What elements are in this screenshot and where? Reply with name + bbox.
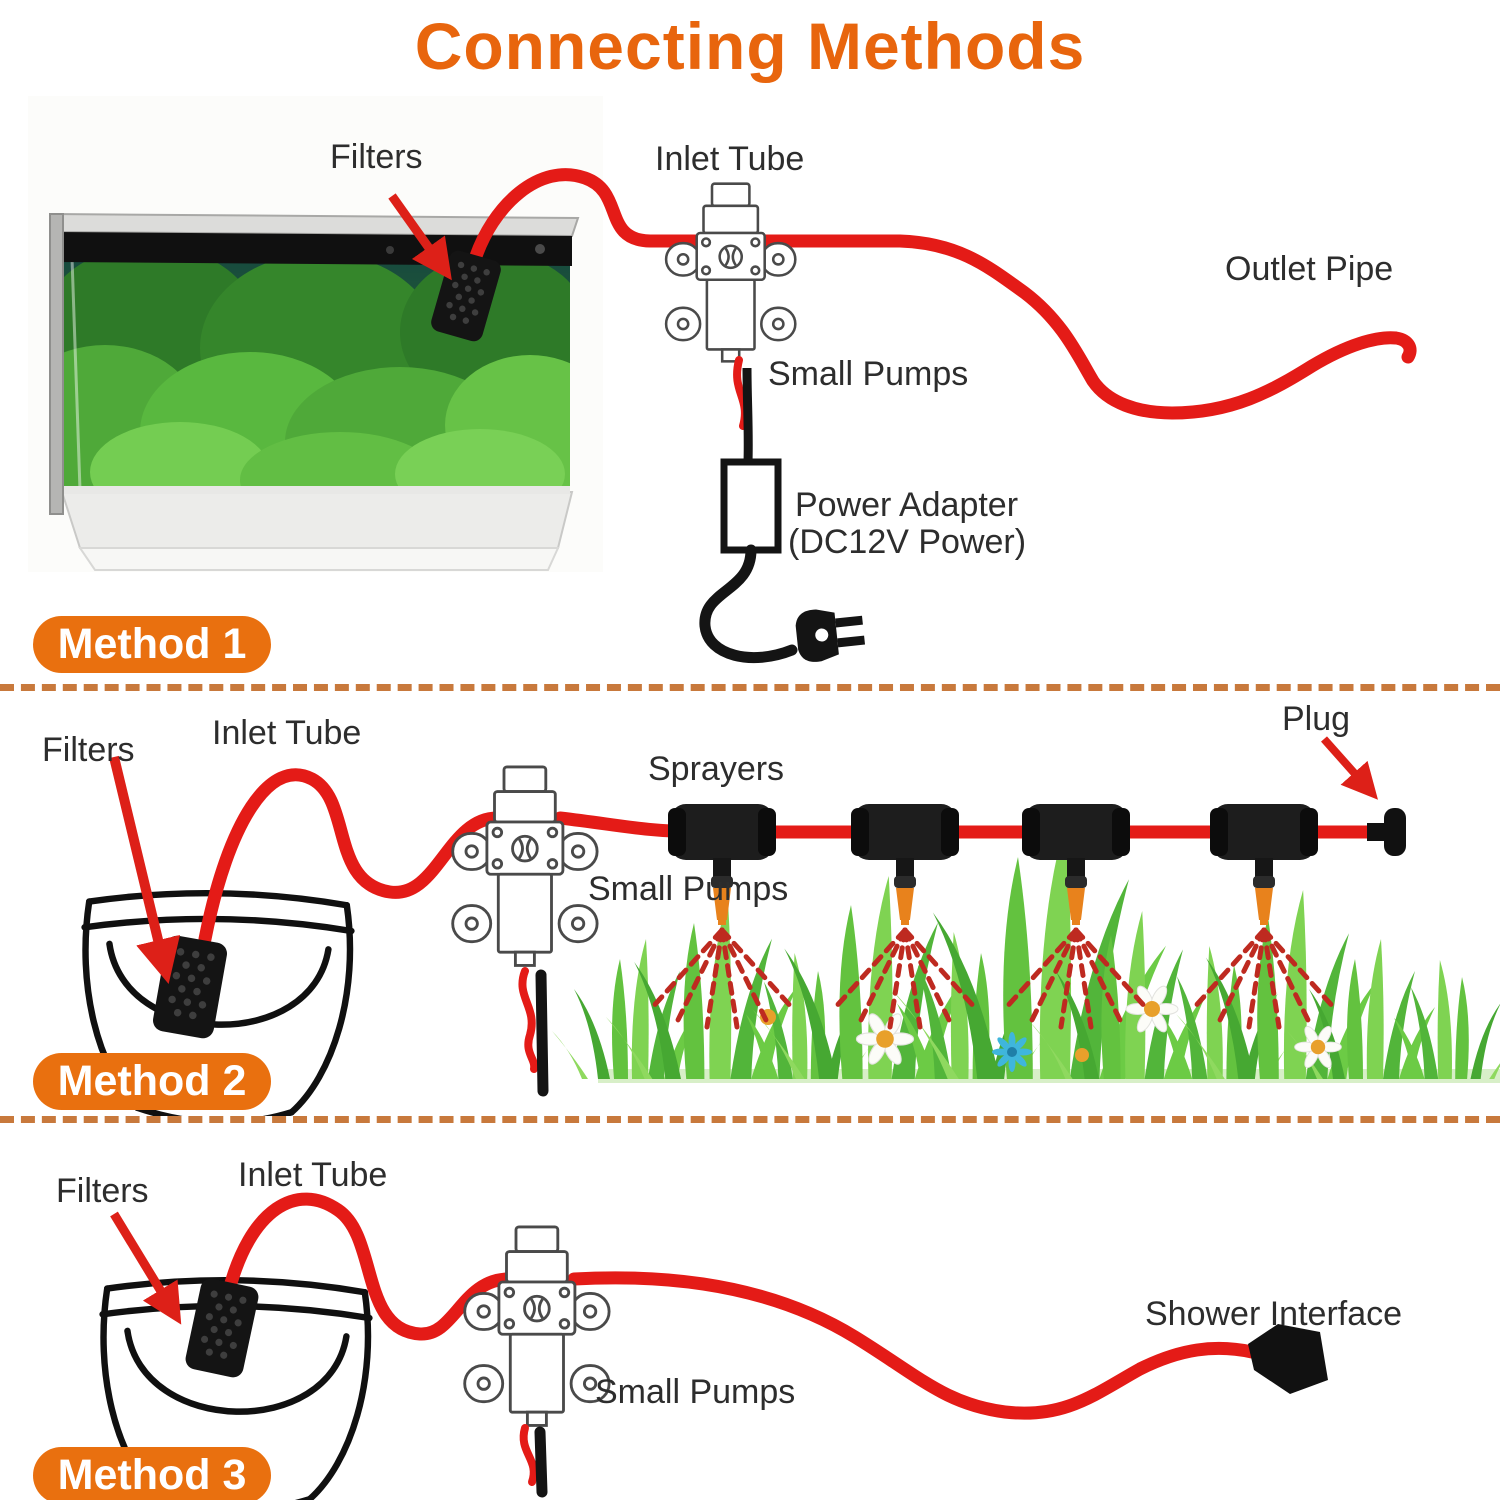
shower-interface-icon — [1248, 1324, 1328, 1394]
end-plug-icon — [1367, 808, 1406, 856]
method3-inlet-tube-line — [221, 1192, 516, 1341]
label-shower-interface: Shower Interface — [1145, 1295, 1403, 1333]
small-pump-icon — [664, 182, 797, 363]
label-plug: Plug — [1282, 700, 1351, 738]
method3-artwork — [0, 1192, 1328, 1500]
method1-badge: Method 1 — [33, 616, 271, 673]
power-adapter-icon — [699, 356, 866, 663]
label-small-pumps-m1: Small Pumps — [768, 355, 969, 393]
method2-inlet-tube-line — [198, 768, 504, 946]
method1-tube-line — [467, 168, 1417, 420]
method2-artwork — [0, 736, 1500, 1116]
label-inlet-tube-m1: Inlet Tube — [655, 140, 805, 178]
label-outlet-pipe: Outlet Pipe — [1225, 250, 1394, 288]
method1-artwork — [28, 96, 1417, 663]
page-title: Connecting Methods — [414, 9, 1086, 83]
label-filters-m1: Filters — [330, 138, 423, 176]
label-filters-m2: Filters — [42, 731, 135, 769]
label-inlet-tube-m3: Inlet Tube — [238, 1156, 388, 1194]
filters-arrow-icon — [388, 193, 452, 281]
section-divider — [0, 684, 1500, 691]
section-divider — [0, 1116, 1500, 1123]
power-plug-icon — [795, 609, 866, 662]
label-sprayers: Sprayers — [648, 750, 785, 788]
method3-badge: Method 3 — [33, 1447, 271, 1500]
label-inlet-tube-m2: Inlet Tube — [212, 714, 362, 752]
label-power-adapter-line2: (DC12V Power) — [788, 523, 1027, 561]
label-small-pumps-m3: Small Pumps — [595, 1373, 796, 1411]
filters-arrow-icon — [110, 1211, 182, 1325]
small-pump-icon — [451, 765, 599, 1097]
filters-arrow-icon — [109, 755, 180, 984]
small-pump-icon — [463, 1225, 611, 1498]
method3-outlet-tube-line — [567, 1271, 1259, 1420]
filter-icon — [183, 1276, 261, 1380]
label-small-pumps-m2: Small Pumps — [588, 870, 789, 908]
plug-arrow-icon — [1321, 736, 1378, 800]
label-filters-m3: Filters — [56, 1172, 149, 1210]
aquarium-illustration — [28, 96, 603, 572]
method2-badge: Method 2 — [33, 1053, 271, 1110]
label-power-adapter-line1: Power Adapter — [795, 486, 1019, 524]
blue-flower-icon — [992, 1032, 1032, 1072]
